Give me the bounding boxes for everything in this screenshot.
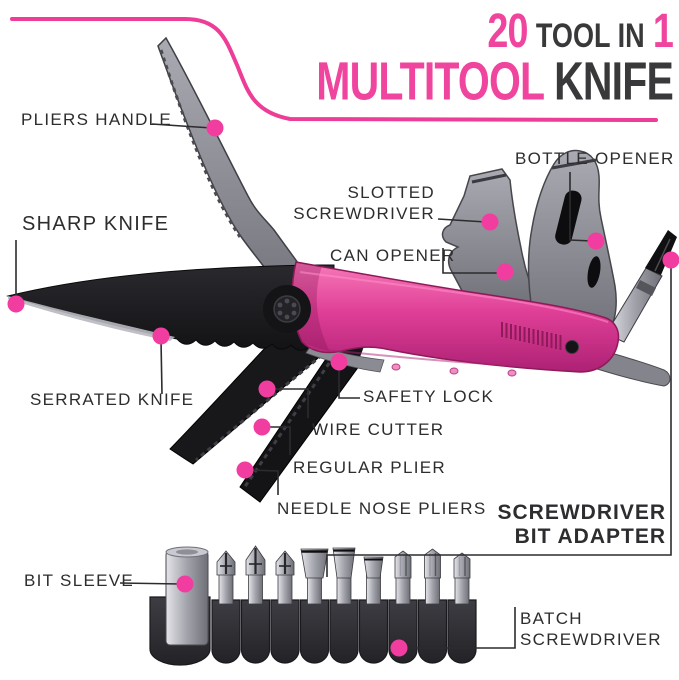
leader-slotted-screwdriver	[437, 218, 487, 223]
dot-slotted-screwdriver	[481, 213, 499, 231]
title-block: 20 TOOL IN 1 MULTITOOL KNIFE	[238, 2, 674, 112]
label-slotted-screwdriver: SLOTTED SCREWDRIVER	[293, 183, 435, 223]
title-name-rest: KNIFE	[554, 51, 674, 112]
title-name-highlight: MULTITOOL	[316, 51, 544, 112]
pliers-jaws	[169, 329, 363, 503]
dot-serrated-knife	[152, 327, 170, 345]
leader-wire-cutter	[271, 388, 309, 418]
leader-batch-screwdriver	[403, 607, 516, 649]
handle-screw	[565, 340, 579, 354]
dot-needle-nose	[236, 461, 254, 479]
dot-bit-adapter	[662, 251, 679, 269]
dot-safety-lock	[330, 353, 348, 371]
leader-can-opener	[442, 248, 500, 274]
title-line1: 20 TOOL IN 1	[316, 2, 673, 59]
dot-bottle-opener	[587, 232, 605, 250]
label-serrated-knife: SERRATED KNIFE	[30, 390, 195, 409]
label-sharp-knife: SHARP KNIFE	[22, 213, 170, 235]
label-can-opener: CAN OPENER	[330, 246, 456, 265]
bit-set	[149, 545, 477, 666]
label-safety-lock: SAFETY LOCK	[363, 387, 495, 406]
label-needle-nose-pliers: NEEDLE NOSE PLIERS	[277, 499, 487, 518]
pink-handle	[263, 261, 620, 377]
label-screwdriver-bit-adapter: SCREWDRIVER BIT ADAPTER	[497, 501, 666, 549]
label-bottle-opener: BOTTLE OPENER	[515, 149, 675, 168]
slotted-screwdriver-tool	[441, 168, 541, 306]
dot-bit-sleeve	[176, 575, 194, 593]
dot-batch-screwdriver	[390, 639, 408, 657]
title-middle: TOOL IN	[535, 15, 645, 55]
bit-sleeve-cylinder	[165, 546, 209, 646]
label-bit-sleeve: BIT SLEEVE	[24, 571, 135, 590]
decorative-pink-curve	[10, 17, 658, 122]
label-batch-screwdriver: BATCH SCREWDRIVER	[520, 609, 662, 649]
title-line2: MULTITOOL KNIFE	[316, 50, 674, 113]
title-count-end: 1	[652, 3, 674, 58]
label-regular-plier: REGULAR PLIER	[293, 458, 446, 477]
phillips-bit-adapter	[605, 230, 677, 343]
dot-sharp-knife	[7, 295, 25, 313]
dot-pliers-handle	[206, 119, 224, 137]
label-pliers-handle: PLIERS HANDLE	[21, 110, 173, 129]
leader-pliers-handle	[151, 123, 213, 129]
leader-bit-adapter	[326, 264, 672, 577]
leader-needle-nose	[248, 469, 279, 495]
leader-bottle-opener	[569, 172, 593, 242]
leader-lines	[15, 123, 672, 649]
title-count: 20	[487, 3, 528, 58]
dot-can-opener	[496, 263, 514, 281]
leader-regular-plier	[266, 426, 291, 455]
dot-regular-plier	[253, 418, 271, 436]
dot-wire-cutter	[258, 380, 276, 398]
callout-dots	[7, 119, 679, 657]
label-wire-cutter: WIRE CUTTER	[312, 420, 445, 439]
leader-safety-lock	[338, 366, 360, 399]
leader-bit-sleeve	[119, 582, 182, 585]
bottle-opener-tool	[527, 149, 617, 335]
knife-blade	[6, 264, 335, 353]
leader-serrated-knife	[160, 339, 163, 395]
driver-bits	[216, 545, 471, 605]
bit-holders	[211, 599, 477, 664]
